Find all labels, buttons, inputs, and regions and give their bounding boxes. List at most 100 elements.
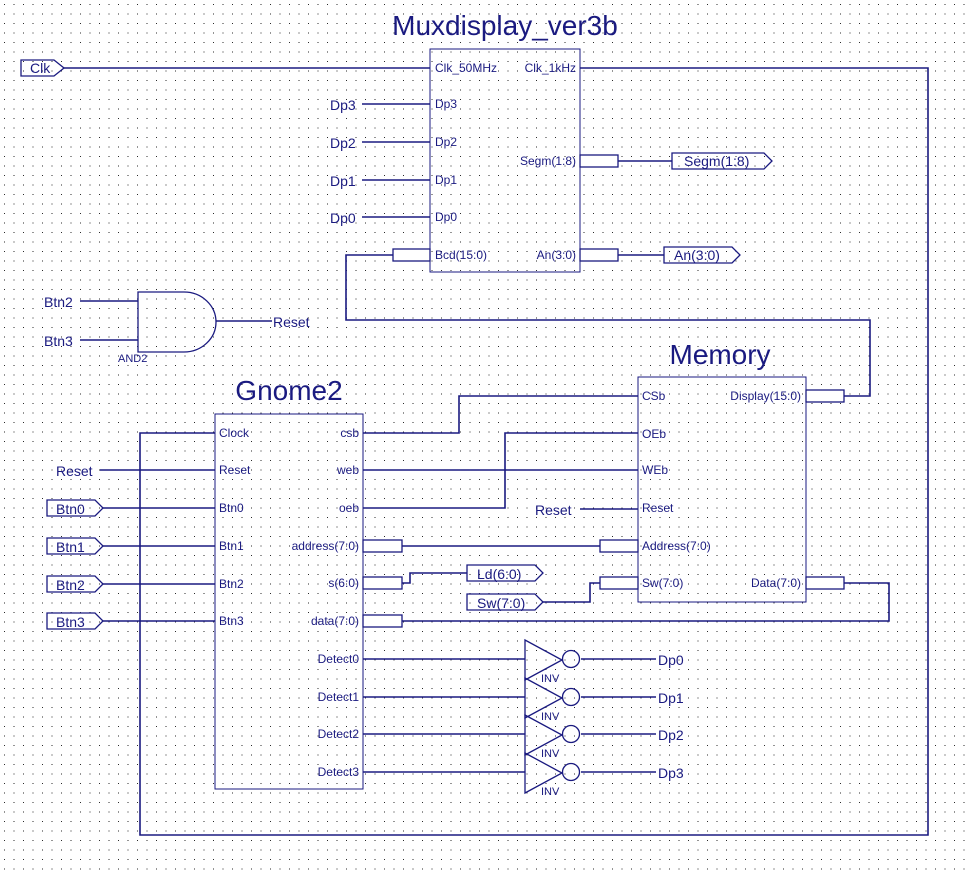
memory-sw-bus-stub — [599, 576, 639, 590]
wire-oeb — [363, 432, 638, 509]
gnome-title: Gnome2 — [235, 375, 342, 406]
mux-segm-bus-stub — [579, 154, 619, 168]
net-label-gnome-reset: Reset — [56, 463, 93, 479]
memory-body — [637, 376, 807, 603]
memory-pin-display: Display(15:0) — [730, 389, 801, 403]
io-port-segm[interactable]: Segm(1:8) — [671, 152, 773, 170]
gnome-pin-detect2: Detect2 — [318, 727, 360, 741]
mux-title: Muxdisplay_ver3b — [392, 10, 618, 41]
memory-data-bus-stub — [805, 576, 845, 590]
inverter-2[interactable]: INV — [524, 713, 581, 760]
wire-data — [402, 582, 890, 622]
memory-pin-csb: CSb — [642, 389, 666, 403]
net-label-inv-dp1: Dp1 — [658, 690, 684, 706]
mux-pin-dp0: Dp0 — [435, 210, 457, 224]
port-btn3-label: Btn3 — [56, 614, 85, 630]
and2-body — [137, 291, 217, 353]
inv1-triangle — [524, 676, 564, 720]
port-sw-shape — [466, 593, 544, 611]
net-label-inv-dp2: Dp2 — [658, 727, 684, 743]
inv1-bubble — [561, 687, 581, 707]
wire-s-to-ld — [402, 572, 467, 584]
port-an-shape — [663, 246, 741, 264]
io-port-btn3[interactable]: Btn3 — [46, 612, 104, 630]
port-an-label: An(3:0) — [674, 247, 720, 263]
gnome-data-bus-stub — [362, 614, 403, 628]
port-sw-label: Sw(7:0) — [477, 595, 525, 611]
port-btn2-label: Btn2 — [56, 577, 85, 593]
gnome-pin-detect0: Detect0 — [318, 652, 360, 666]
wires — [64, 67, 929, 836]
net-label-dp1-in: Dp1 — [330, 173, 356, 189]
wire-clk1k-loop — [139, 67, 929, 836]
gnome-pin-data: data(7:0) — [311, 614, 359, 628]
memory-pin-data: Data(7:0) — [751, 576, 801, 590]
inv2-bubble — [561, 724, 581, 744]
io-port-sw[interactable]: Sw(7:0) — [466, 593, 544, 611]
gnome-s-bus-stub — [362, 576, 403, 590]
gnome-block[interactable]: Gnome2 Clock Reset Btn0 Btn1 Btn2 Btn3 c… — [214, 375, 403, 790]
memory-display-bus-stub — [805, 389, 845, 403]
inverter-0[interactable]: INV — [524, 638, 581, 685]
port-btn2-shape — [46, 575, 104, 593]
port-clk-label: Clk — [30, 60, 51, 76]
memory-pin-sw: Sw(7:0) — [642, 576, 683, 590]
gnome-pin-btn2: Btn2 — [219, 577, 244, 591]
gnome-pin-s: s(6:0) — [328, 576, 359, 590]
io-port-an[interactable]: An(3:0) — [663, 246, 741, 264]
mux-bcd-bus-stub — [392, 248, 431, 262]
memory-pin-oeb: OEb — [642, 427, 666, 441]
gnome-pin-web: web — [336, 463, 359, 477]
port-btn0-label: Btn0 — [56, 501, 85, 517]
wire-csb — [363, 395, 638, 434]
net-label-dp0-in: Dp0 — [330, 210, 356, 226]
inv0-label: INV — [541, 673, 560, 685]
mux-an-bus-stub — [579, 248, 619, 262]
memory-address-bus-stub — [599, 539, 639, 553]
gnome-pin-address: address(7:0) — [292, 539, 359, 553]
and2-label: AND2 — [118, 353, 147, 365]
mux-pin-clk1k: Clk_1kHz — [525, 61, 576, 75]
port-ld-label: Ld(6:0) — [477, 566, 521, 582]
gnome-pin-btn0: Btn0 — [219, 501, 244, 515]
io-port-btn1[interactable]: Btn1 — [46, 537, 104, 555]
gnome-pin-btn1: Btn1 — [219, 539, 244, 553]
gnome-address-bus-stub — [362, 539, 403, 553]
io-port-clk[interactable]: Clk — [20, 59, 66, 77]
port-clk-shape — [20, 59, 66, 77]
port-ld-shape — [466, 564, 544, 582]
io-port-btn0[interactable]: Btn0 — [46, 499, 104, 517]
gnome-body — [214, 413, 364, 790]
net-label-dp2-in: Dp2 — [330, 135, 356, 151]
mux-pin-clk50: Clk_50MHz — [435, 61, 497, 75]
memory-block[interactable]: Memory CSb OEb WEb Reset Address(7:0) Sw… — [599, 339, 845, 603]
gnome-pin-oeb: oeb — [339, 501, 359, 515]
inv2-label: INV — [541, 748, 560, 760]
inv1-label: INV — [541, 711, 560, 723]
net-label-inv-dp0: Dp0 — [658, 652, 684, 668]
mux-pin-dp3: Dp3 — [435, 97, 457, 111]
memory-pin-web: WEb — [642, 463, 668, 477]
io-port-btn2[interactable]: Btn2 — [46, 575, 104, 593]
inv0-triangle — [524, 638, 564, 682]
port-btn1-label: Btn1 — [56, 539, 85, 555]
inverter-1[interactable]: INV — [524, 676, 581, 723]
mux-pin-dp1: Dp1 — [435, 173, 457, 187]
net-label-and-btn3: Btn3 — [44, 333, 73, 349]
mux-pin-bcd: Bcd(15:0) — [435, 248, 487, 262]
inverter-3[interactable]: INV — [524, 751, 581, 798]
net-labels: Dp3 Dp2 Dp1 Dp0 Btn2 Btn3 Reset Reset Re… — [44, 97, 684, 781]
gnome-pin-detect3: Detect3 — [318, 765, 360, 779]
net-label-dp3-in: Dp3 — [330, 97, 356, 113]
inv3-bubble — [561, 762, 581, 782]
mux-pin-an: An(3:0) — [537, 248, 576, 262]
io-port-ld[interactable]: Ld(6:0) — [466, 564, 544, 582]
and2-gate[interactable]: AND2 — [118, 291, 217, 365]
gnome-pin-detect1: Detect1 — [318, 690, 360, 704]
port-btn0-shape — [46, 499, 104, 517]
net-label-and-btn2: Btn2 — [44, 294, 73, 310]
port-btn3-shape — [46, 612, 104, 630]
mux-block[interactable]: Muxdisplay_ver3b Clk_50MHz Clk_1kHz Dp3 … — [392, 10, 619, 273]
